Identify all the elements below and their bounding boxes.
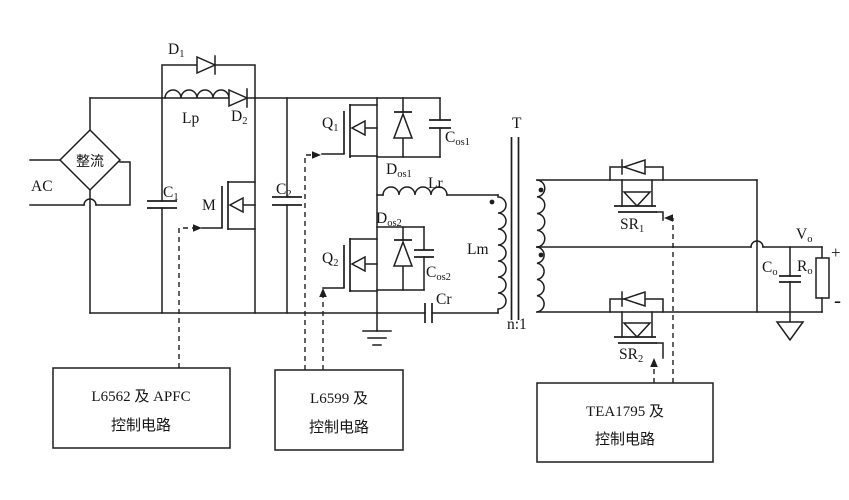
- lm-label: Lm: [467, 241, 489, 258]
- svg-text:Vo: Vo: [796, 226, 812, 245]
- output-cap-Co: Co: [762, 246, 801, 323]
- transformer-core: T n:1: [507, 115, 527, 333]
- gate-signal-L6599-to-Q1: [304, 151, 321, 370]
- sync-rect-SR1: SR1: [609, 158, 664, 235]
- control-box-L6599: L6599 及 控制电路: [274, 369, 404, 451]
- turns-ratio-label: n:1: [507, 316, 527, 333]
- boost-diode-D2: D2: [228, 88, 249, 127]
- gate-signal-L6562-to-M: [178, 224, 202, 368]
- q1-label: Q: [322, 115, 333, 132]
- mosfet-M: M: [201, 97, 256, 314]
- magnetizing-inductor-Lm: Lm: [467, 194, 507, 314]
- ro-label: R: [797, 258, 808, 275]
- mosfet-Q1: Q1: [321, 104, 378, 158]
- capacitor-C2: C2: [272, 97, 302, 314]
- load-Ro: Ro: [797, 246, 830, 313]
- ground-symbol-primary: [362, 312, 392, 346]
- lp-label: Lp: [182, 110, 199, 127]
- svg-text:Ro: Ro: [797, 258, 813, 277]
- boost-inductor-Lp: Lp: [164, 89, 230, 127]
- sr1-label: SR: [620, 216, 640, 233]
- gate-signal-L6599-to-Q2: [319, 288, 327, 370]
- sr2-label: SR: [619, 346, 639, 363]
- m-label: M: [202, 197, 216, 214]
- sync-rect-SR2: SR2: [609, 290, 664, 365]
- dos2-label: D: [376, 210, 387, 227]
- snubber-Dos2-Cos2: Dos2 Cos2: [376, 210, 451, 291]
- plus-terminal: +: [831, 243, 841, 262]
- cos1-label: C: [445, 129, 455, 146]
- capacitor-C1: C1: [147, 97, 179, 314]
- gate-signal-TEA1795-to-SR2: [650, 358, 658, 383]
- dos1-label: D: [386, 161, 397, 178]
- control-box-L6599-line1: L6599 及: [310, 391, 368, 407]
- control-box-L6562-line2: 控制电路: [111, 417, 171, 434]
- rectifier-block: 整流: [58, 97, 122, 314]
- svg-text:C2: C2: [276, 181, 292, 200]
- d2-label: D: [231, 108, 242, 125]
- d1-label: D: [168, 41, 179, 58]
- dc-bus-rails: [89, 97, 499, 314]
- vo-label: V: [796, 226, 808, 243]
- resonant-capacitor-Cr: Cr: [424, 291, 452, 323]
- ac-label: AC: [31, 178, 53, 195]
- minus-terminal: -: [834, 288, 841, 312]
- secondary-wires: [536, 179, 823, 313]
- svg-text:Cos2: Cos2: [426, 264, 451, 283]
- gate-signal-TEA1795-to-SR1: [664, 214, 674, 383]
- c1-label: C: [163, 184, 173, 201]
- q2-label: Q: [322, 250, 333, 267]
- svg-text:D2: D2: [231, 108, 247, 127]
- svg-text:Dos2: Dos2: [376, 210, 402, 229]
- t-label: T: [512, 115, 522, 132]
- control-box-TEA1795: TEA1795 及 控制电路: [536, 382, 714, 463]
- cr-label: Cr: [436, 291, 452, 308]
- co-label: C: [762, 259, 772, 276]
- secondary-windings: [536, 179, 546, 313]
- ground-symbol-secondary: [775, 321, 805, 342]
- control-box-TEA1795-line2: 控制电路: [595, 431, 655, 448]
- snubber-Dos1-Cos1: Dos1 Cos1: [376, 97, 470, 180]
- cos2-label: C: [426, 264, 436, 281]
- resonant-inductor-Lr: Lr: [376, 175, 499, 196]
- svg-text:SR2: SR2: [619, 346, 643, 365]
- svg-text:Co: Co: [762, 259, 778, 278]
- c2-label: C: [276, 181, 286, 198]
- control-box-L6599-line2: 控制电路: [309, 419, 369, 436]
- bypass-diode-D1: D1: [161, 41, 256, 99]
- svg-text:Q1: Q1: [322, 115, 338, 134]
- lr-label: Lr: [428, 175, 443, 192]
- control-box-L6562-line1: L6562 及 APFC: [91, 389, 190, 405]
- output-terminals: Vo + -: [796, 226, 841, 312]
- rectifier-label: 整流: [76, 154, 104, 170]
- svg-text:D1: D1: [168, 41, 184, 60]
- control-box-TEA1795-line1: TEA1795 及: [586, 404, 664, 420]
- ac-source: AC: [29, 159, 131, 206]
- svg-text:Cos1: Cos1: [445, 129, 470, 148]
- svg-text:Dos1: Dos1: [386, 161, 412, 180]
- control-box-L6562: L6562 及 APFC 控制电路: [52, 367, 231, 449]
- mosfet-Q2: Q2: [322, 238, 378, 292]
- svg-text:C1: C1: [163, 184, 179, 203]
- svg-text:SR1: SR1: [620, 216, 644, 235]
- svg-text:Q2: Q2: [322, 250, 338, 269]
